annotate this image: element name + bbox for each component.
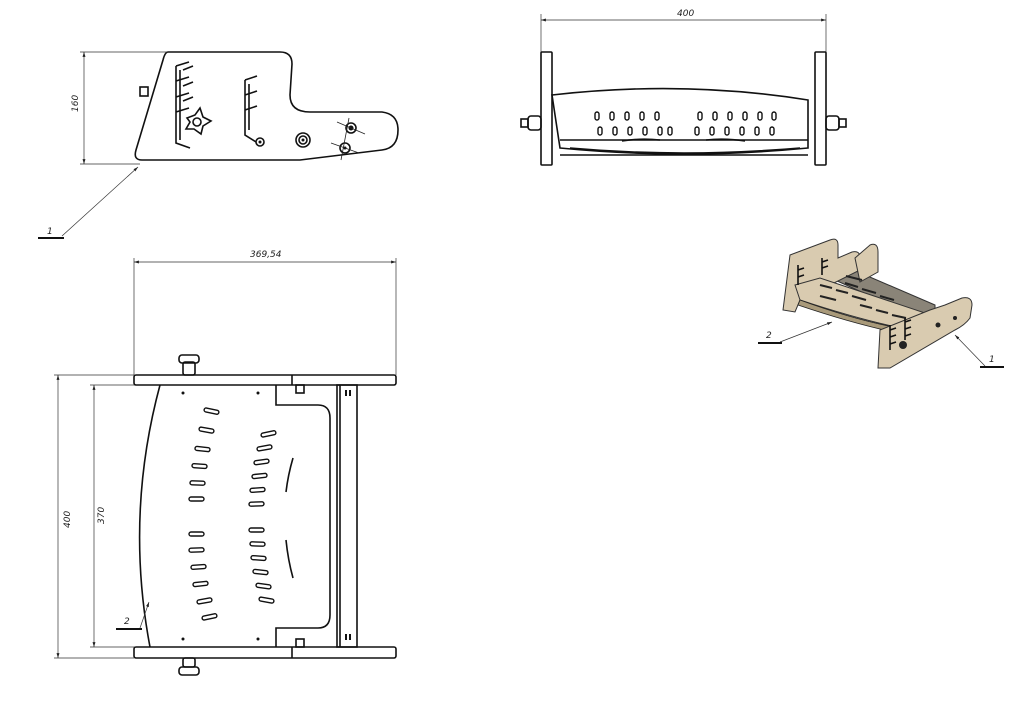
isometric-view: 2 1 bbox=[758, 238, 1004, 369]
star-knob-icon bbox=[184, 106, 213, 136]
side-view: 160 1 bbox=[38, 51, 399, 239]
front-callout-label: 2 bbox=[124, 617, 130, 627]
top-view: 400 bbox=[520, 9, 847, 166]
front-outer-height-dimension: 400 bbox=[63, 511, 73, 528]
top-width-dimension: 400 bbox=[677, 9, 694, 19]
front-view: 369,54 400 370 bbox=[54, 250, 397, 676]
side-height-dimension: 160 bbox=[71, 95, 81, 112]
iso-side-callout-label: 1 bbox=[989, 355, 995, 365]
side-callout-label: 1 bbox=[47, 227, 53, 237]
front-width-dimension: 369,54 bbox=[250, 250, 282, 260]
front-inner-height-dimension: 370 bbox=[97, 507, 107, 524]
iso-tray-callout-label: 2 bbox=[766, 331, 772, 341]
